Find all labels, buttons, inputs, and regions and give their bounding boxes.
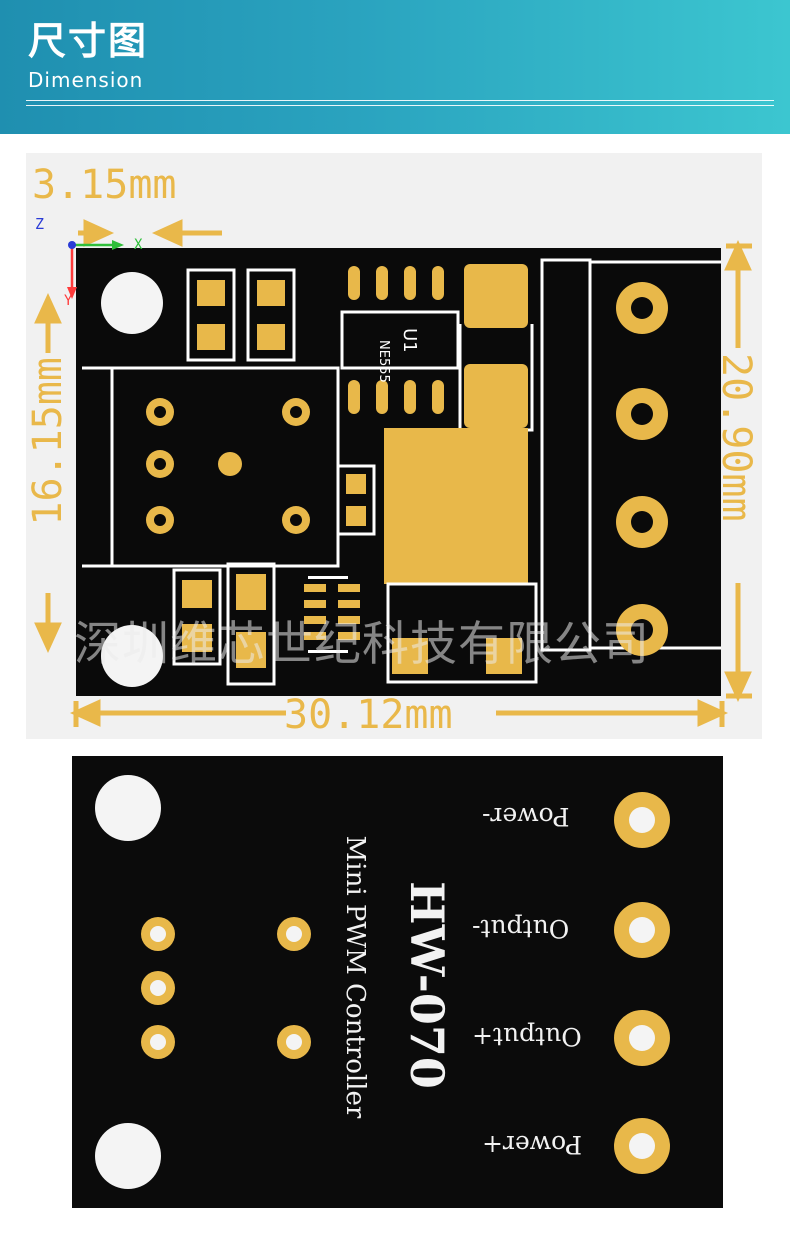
mosfet-footprint (384, 428, 538, 684)
terminal-pads-back (614, 792, 670, 1174)
header-divider-bottom (26, 105, 774, 106)
ic-ref-label: U1 (399, 328, 420, 353)
page-subtitle: Dimension (28, 68, 144, 92)
smd-pair-left (186, 268, 236, 362)
pot-pins-back (141, 917, 311, 1059)
dimension-width: 30.12mm (284, 692, 453, 738)
pin-label-power-minus: Power- (482, 802, 570, 831)
axis-x-label: X (134, 237, 143, 253)
mounting-hole-top-left (101, 272, 163, 334)
board-subtitle: Mini PWM Controller (340, 835, 370, 1119)
potentiometer-footprint (82, 366, 340, 568)
smd-small-vertical (336, 464, 376, 536)
company-watermark: 深圳维芯世纪科技有限公司 (74, 617, 650, 672)
pcb-front-artwork: NE555 U1 (82, 258, 721, 687)
smd-bottom-left (172, 562, 276, 686)
dimension-drawing: NE555 U1 (26, 153, 762, 739)
page-title: 尺寸图 (28, 19, 149, 63)
dimension-hole-offset-y: 16.15mm (26, 357, 71, 526)
axis-y-label: Y (64, 293, 73, 309)
smd-pair-right (246, 268, 296, 362)
dimension-hole-offset-x: 3.15mm (32, 162, 177, 208)
pcb-front: NE555 U1 (76, 248, 721, 696)
pcb-back: HW-070 Mini PWM Controller Power- Output… (72, 756, 723, 1208)
ic-part-label: NE555 (376, 340, 391, 383)
mounting-hole-bottom-left (101, 625, 163, 687)
terminal-block-front (540, 258, 721, 656)
pin-label-power-plus: Power+ (482, 1130, 582, 1159)
axis-z-label: Z (35, 215, 45, 233)
board-model: HW-070 (400, 881, 454, 1089)
sot-parts (304, 576, 360, 653)
header-banner: 尺寸图 Dimension (0, 0, 790, 134)
pin-label-output-plus: Output+ (472, 1022, 582, 1051)
mounting-hole-bottom-left-back (95, 1123, 161, 1189)
dimension-height: 20.90mm (713, 353, 759, 522)
pcb-back-artwork (95, 775, 670, 1189)
ic-u1 (340, 266, 460, 414)
axis-triad (67, 240, 124, 299)
mounting-hole-top-left-back (95, 775, 161, 841)
smd-diode-pads (458, 264, 534, 432)
dimension-lines (34, 219, 752, 727)
pin-label-output-minus: Output- (472, 914, 570, 943)
header-divider-top (26, 100, 774, 101)
